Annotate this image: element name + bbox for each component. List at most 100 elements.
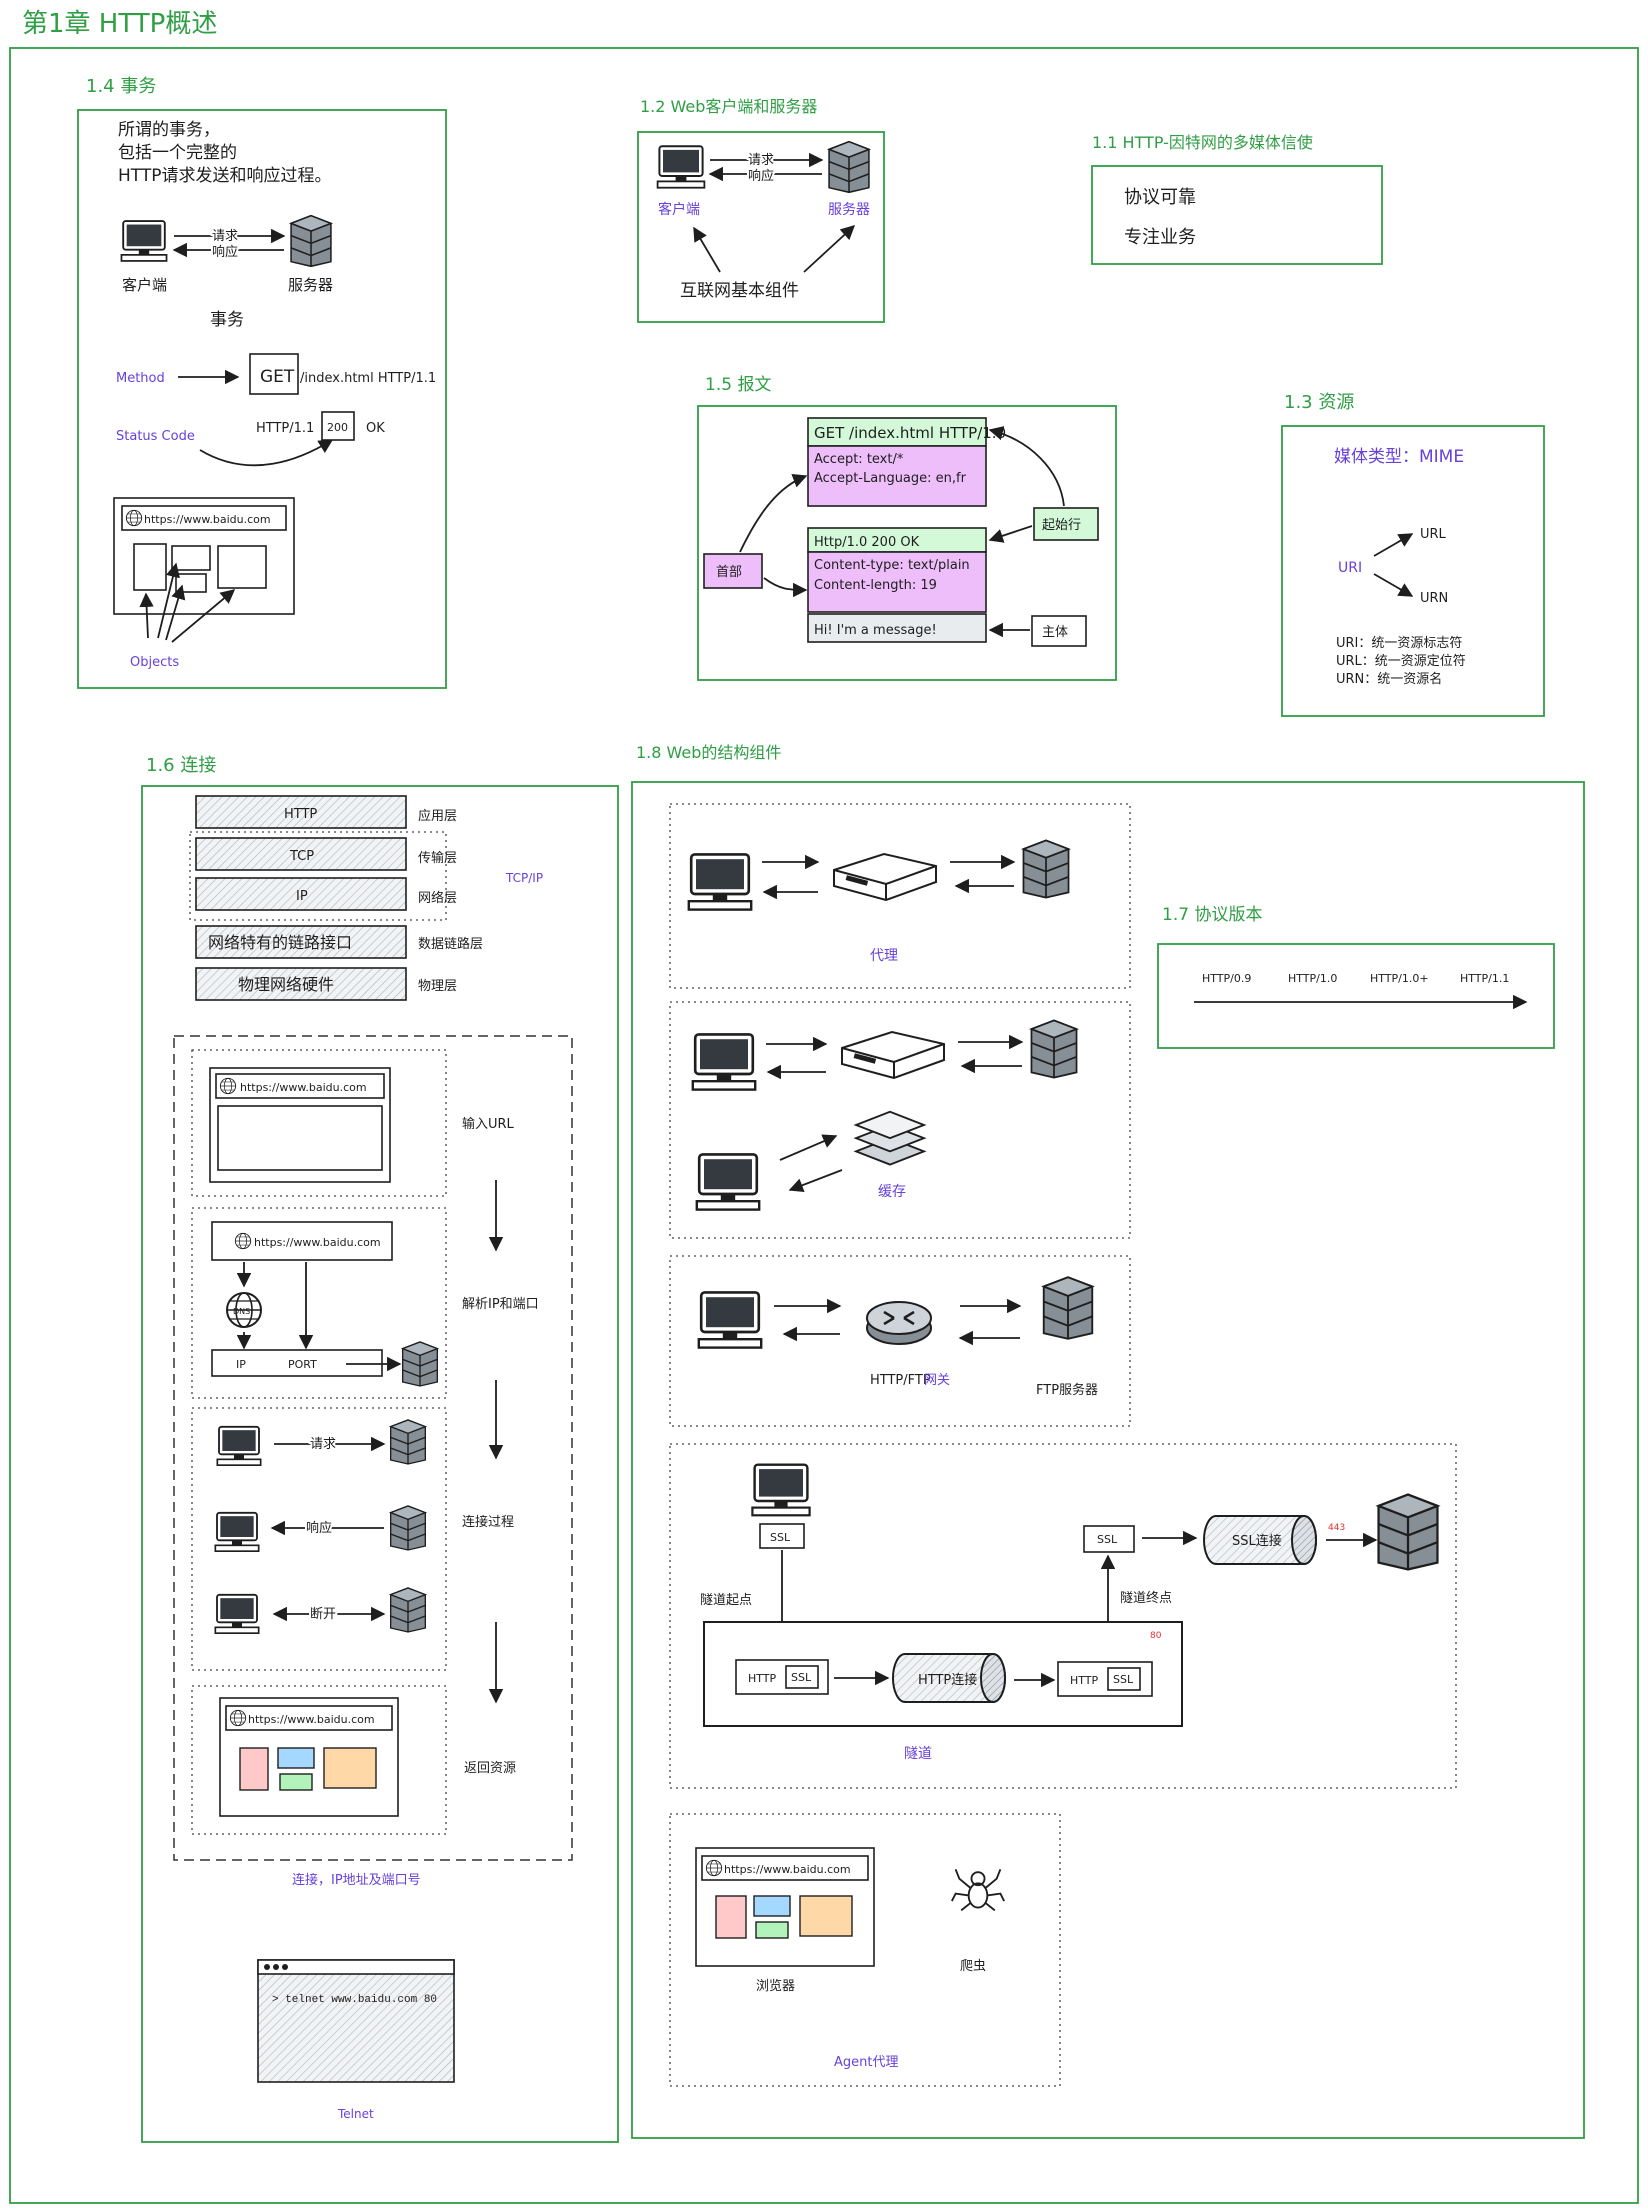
layer-level: 应用层 [418, 808, 457, 824]
layer-name: 网络特有的链路接口 [208, 933, 352, 952]
server-stack-icon [401, 1341, 439, 1387]
request-header: Accept: text/* [814, 452, 904, 467]
status-code-value: 200 [327, 421, 348, 434]
ssl-box [1083, 1525, 1135, 1553]
tunnel-frame [669, 1443, 1457, 1789]
server-stack-icon [389, 1505, 427, 1551]
server-stack-icon [389, 1587, 427, 1633]
step-frame [191, 1407, 447, 1671]
response-header: Content-length: 19 [814, 578, 937, 593]
address-url: https://www.baidu.com [144, 513, 271, 526]
proxy-device-icon [833, 853, 937, 901]
description-line: HTTP请求发送和响应过程。 [118, 166, 332, 186]
status-code-box [321, 411, 355, 441]
router-icon [865, 1300, 933, 1346]
globe-icon [219, 1077, 237, 1095]
section-frame [77, 109, 447, 689]
tcpip-label: TCP/IP [505, 871, 543, 885]
connection-flow-frame [173, 1035, 573, 1861]
section-connection: 1.6 连接 HTTP 应用层 TCP 传输层 IP 网络层 TCP/IP 网络… [141, 755, 619, 2143]
section-transaction: 1.4 事务 所谓的事务， 包括一个完整的 HTTP请求发送和响应过程。 请求 … [77, 76, 447, 689]
status-arrow [199, 439, 334, 467]
step-frame [191, 1049, 447, 1197]
status-code-label: Status Code [116, 429, 195, 444]
section-components: 1.8 Web的结构组件 代理 缓存 HTTP/F [631, 743, 1585, 2139]
internet-components-caption: 互联网基本组件 [680, 281, 799, 301]
ssl-label: SSL [770, 1531, 791, 1544]
start-line-tag [1033, 507, 1099, 541]
content-block [799, 1895, 853, 1937]
header-label: 首部 [716, 565, 742, 580]
definition-line: URL：统一资源定位符 [1336, 653, 1466, 669]
content-block [279, 1773, 313, 1791]
version-item: HTTP/1.0+ [1370, 972, 1429, 985]
section-multimedia: 1.1 HTTP-因特网的多媒体信使 协议可靠 专注业务 [1091, 133, 1383, 265]
flow-arrow [779, 1134, 838, 1161]
section-frame [1091, 165, 1383, 265]
http-connection-label: HTTP连接 [918, 1672, 977, 1688]
server-stack-icon [1042, 1276, 1094, 1340]
layer-level: 物理层 [418, 979, 457, 994]
version-item: HTTP/1.1 [1460, 972, 1509, 985]
response-line: Http/1.0 200 OK [814, 535, 920, 550]
address-bar [225, 1705, 393, 1731]
section-frame [631, 781, 1585, 2139]
objects-label: Objects [130, 655, 179, 670]
pointer-arrow [693, 226, 721, 273]
section-title: 1.1 HTTP-因特网的多媒体信使 [1092, 133, 1313, 152]
address-url: https://www.baidu.com [240, 1081, 367, 1094]
client-icon [214, 1511, 260, 1553]
layer-bar-link [195, 925, 407, 959]
definition-line: URI：统一资源标志符 [1336, 635, 1462, 651]
window-control-icon [264, 1964, 270, 1970]
disconnect-label: 断开 [310, 1607, 336, 1622]
description-line: 所谓的事务， [118, 120, 220, 140]
method-value: GET [260, 367, 295, 387]
response-label: 响应 [212, 244, 238, 260]
section-title: 1.2 Web客户端和服务器 [640, 97, 817, 116]
client-icon [687, 853, 753, 911]
ssl-connection-label: SSL连接 [1232, 1533, 1282, 1549]
page-object [171, 545, 211, 571]
content-block [715, 1895, 747, 1939]
status-text: OK [366, 421, 385, 436]
request-label: 请求 [310, 1437, 336, 1452]
method-box [249, 353, 299, 395]
url-label: URL [1420, 527, 1447, 542]
tunnel-end-label: 隧道终点 [1120, 1590, 1172, 1606]
page-area [217, 1105, 383, 1171]
address-url: https://www.baidu.com [254, 1236, 381, 1249]
object-pointer [171, 589, 236, 643]
content-block [753, 1895, 791, 1917]
client-icon [751, 1463, 811, 1517]
server-stack-icon [290, 214, 332, 268]
ssl-label: SSL [1113, 1673, 1134, 1686]
request-line: GET /index.html HTTP/1.0 [814, 424, 1006, 442]
crawler-label: 爬虫 [960, 1959, 986, 1974]
server-label: 服务器 [288, 276, 333, 294]
client-label: 客户端 [122, 276, 167, 294]
section-title: 1.5 报文 [705, 375, 771, 395]
section-frame [1157, 943, 1555, 1049]
cache-layers-icon [855, 1110, 925, 1166]
ssl-label: SSL [791, 1671, 812, 1684]
feature-item: 专注业务 [1124, 227, 1196, 248]
gateway-frame [669, 1255, 1131, 1427]
server-stack-icon [1030, 1019, 1078, 1079]
message-body: Hi! I'm a message! [814, 623, 937, 638]
window-control-icon [282, 1964, 288, 1970]
client-icon [691, 1033, 757, 1091]
pointer-arrow [803, 225, 856, 273]
address-url: https://www.baidu.com [248, 1713, 375, 1726]
outer-frame [9, 47, 1639, 2204]
step-label: 返回资源 [464, 1761, 516, 1776]
telnet-caption: Telnet [337, 2107, 374, 2121]
address-url: https://www.baidu.com [724, 1863, 851, 1876]
section-message: 1.5 报文 GET /index.html HTTP/1.0 Accept: … [697, 375, 1117, 681]
ssl-inner-box [1107, 1667, 1141, 1691]
address-bar [215, 1073, 385, 1099]
terminal-titlebar [257, 1959, 455, 1975]
object-pointer [139, 592, 154, 639]
content-block [755, 1921, 789, 1939]
